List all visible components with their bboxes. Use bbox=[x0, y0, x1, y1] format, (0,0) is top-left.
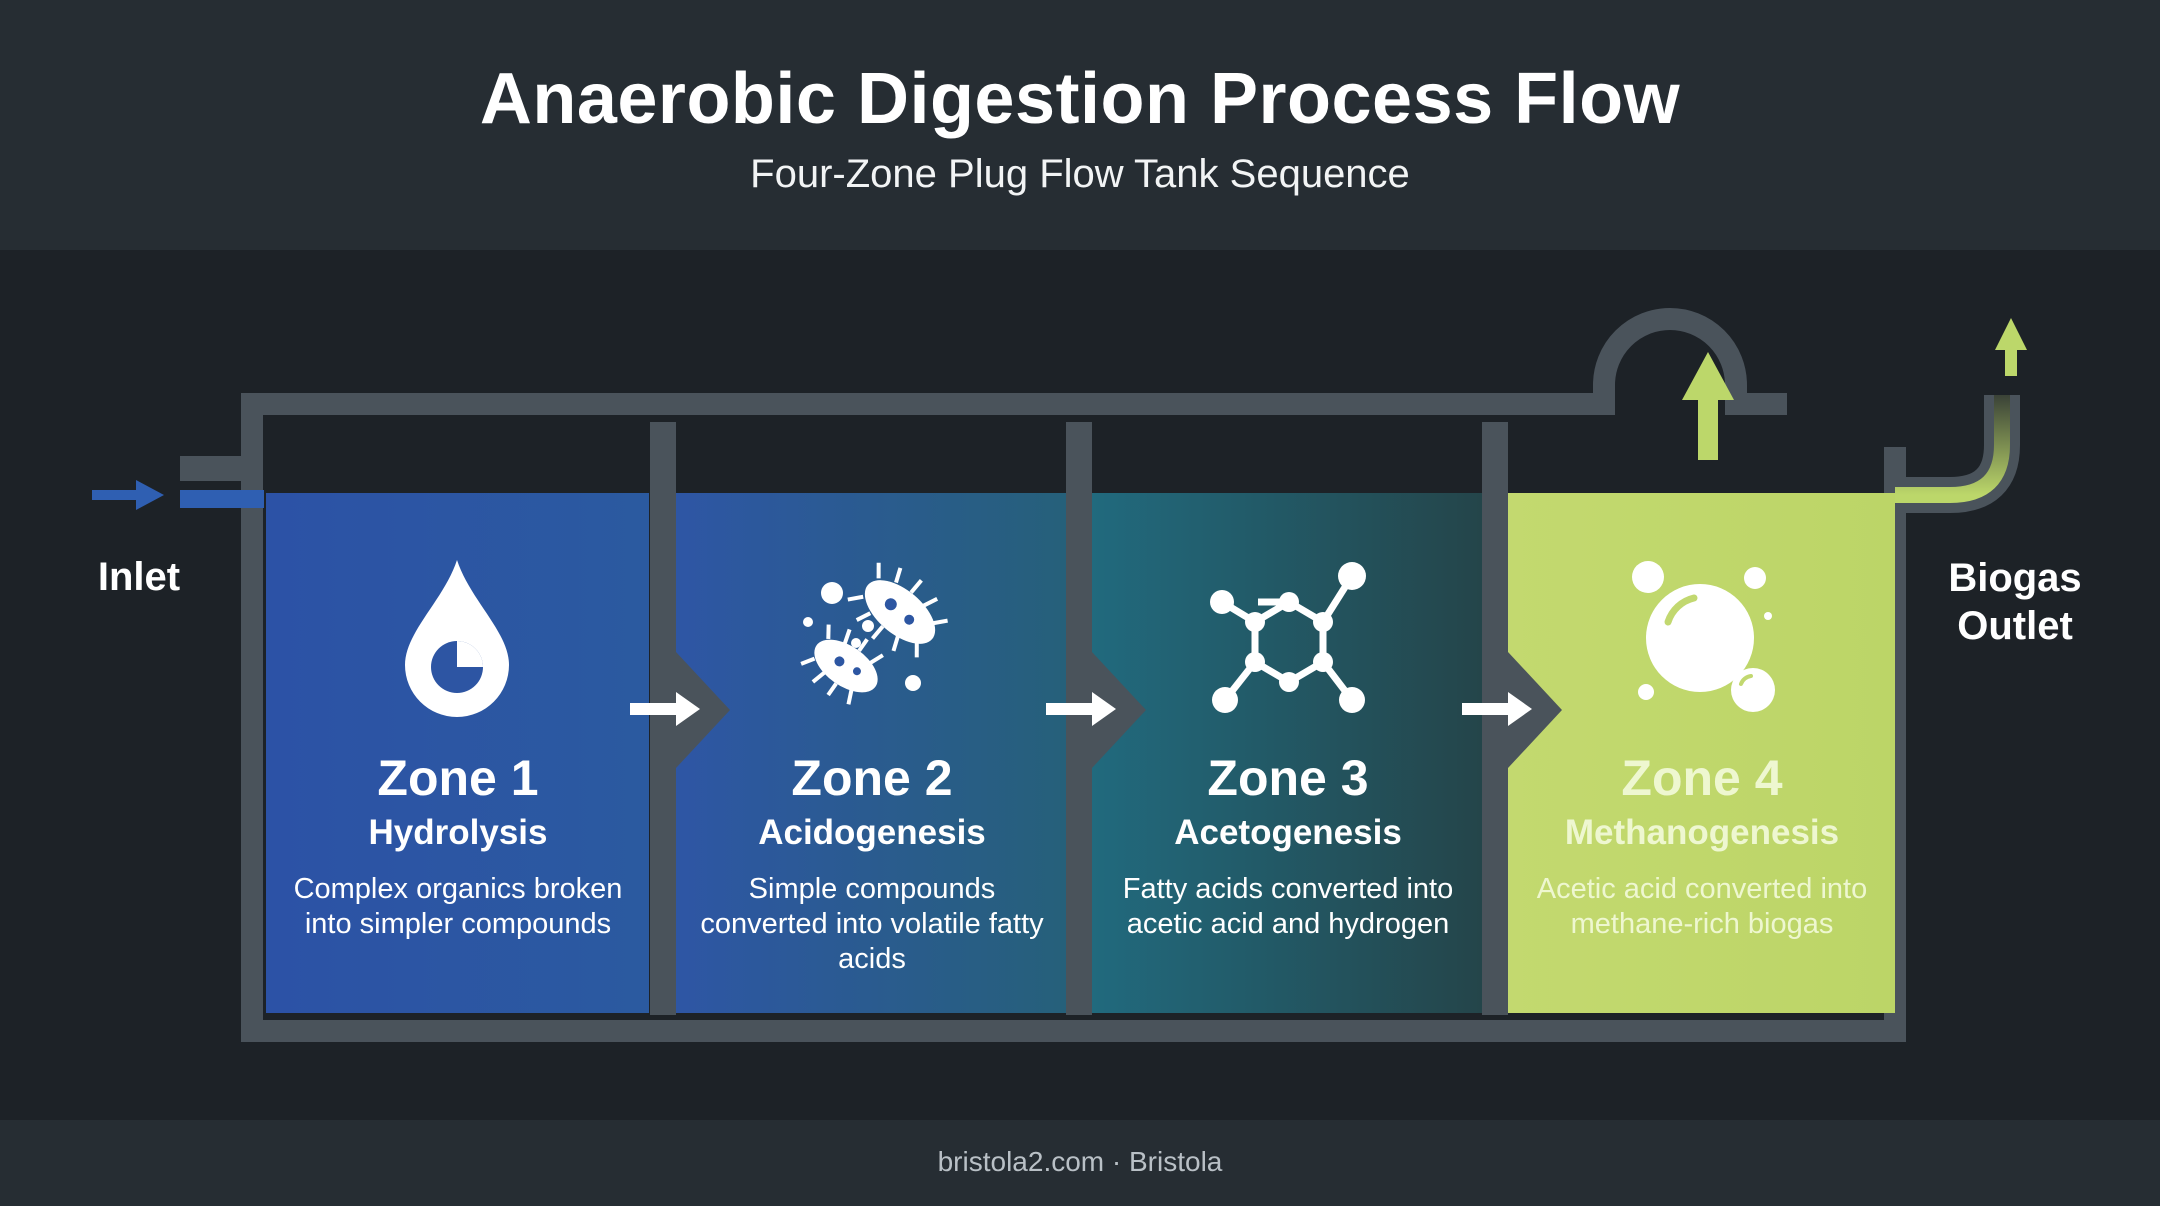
baffle-3 bbox=[1482, 422, 1562, 1015]
zone-4: Zone 4 Methanogenesis Acetic acid conver… bbox=[1510, 748, 1894, 942]
zone-1: Zone 1 Hydrolysis Complex organics broke… bbox=[266, 748, 650, 942]
page-subtitle: Four-Zone Plug Flow Tank Sequence bbox=[750, 152, 1410, 196]
inlet-label: Inlet bbox=[97, 555, 181, 599]
header-band bbox=[0, 0, 2160, 250]
outlet-up-arrow-icon bbox=[1995, 318, 2027, 376]
biogas-pipe bbox=[1895, 395, 2020, 513]
molecule-icon bbox=[1210, 562, 1366, 713]
zone-process: Acidogenesis bbox=[758, 813, 986, 852]
zone-title: Zone 2 bbox=[791, 750, 953, 806]
zone-2: Zone 2 Acidogenesis Simple compounds con… bbox=[680, 748, 1064, 977]
water-drop-icon bbox=[405, 560, 509, 717]
zone-description: Acetic acid converted into methane-rich … bbox=[1536, 873, 1868, 940]
zone-title: Zone 3 bbox=[1207, 750, 1369, 806]
zone-2-fill bbox=[674, 493, 1066, 1013]
baffle-1 bbox=[650, 422, 730, 1015]
zone-description: Fatty acids converted into acetic acid a… bbox=[1122, 873, 1454, 940]
zone-process: Acetogenesis bbox=[1174, 813, 1402, 852]
zone-4-fill bbox=[1508, 493, 1895, 1013]
biogas-up-arrow-icon bbox=[1682, 352, 1734, 460]
footer-credit: bristola2.com · Bristola bbox=[937, 1146, 1223, 1177]
zone-title: Zone 4 bbox=[1621, 750, 1783, 806]
bacteria-icon bbox=[800, 562, 948, 705]
biogas-outlet-label: Biogas Outlet bbox=[1930, 554, 2100, 650]
flow-arrow-2 bbox=[1046, 692, 1116, 726]
page-title: Anaerobic Digestion Process Flow bbox=[479, 59, 1681, 139]
outlet-label-line-1: Biogas bbox=[1948, 556, 2082, 600]
tank-wall bbox=[180, 308, 1906, 1042]
inlet-arrow-icon bbox=[92, 480, 264, 510]
zone-description: Complex organics broken into simpler com… bbox=[293, 873, 623, 940]
flow-arrow-1 bbox=[630, 692, 700, 726]
zone-3-fill bbox=[1090, 493, 1482, 1013]
flow-arrow-3 bbox=[1462, 692, 1532, 726]
outlet-label-line-2: Outlet bbox=[1957, 604, 2073, 648]
zone-description: Simple compounds converted into volatile… bbox=[700, 873, 1044, 975]
footer-band bbox=[0, 1120, 2160, 1206]
zone-3: Zone 3 Acetogenesis Fatty acids converte… bbox=[1096, 748, 1480, 942]
zone-title: Zone 1 bbox=[377, 750, 539, 806]
zone-process: Hydrolysis bbox=[368, 813, 548, 852]
zone-process: Methanogenesis bbox=[1564, 813, 1840, 852]
baffle-2 bbox=[1066, 422, 1146, 1015]
bubbles-icon bbox=[1632, 561, 1775, 712]
